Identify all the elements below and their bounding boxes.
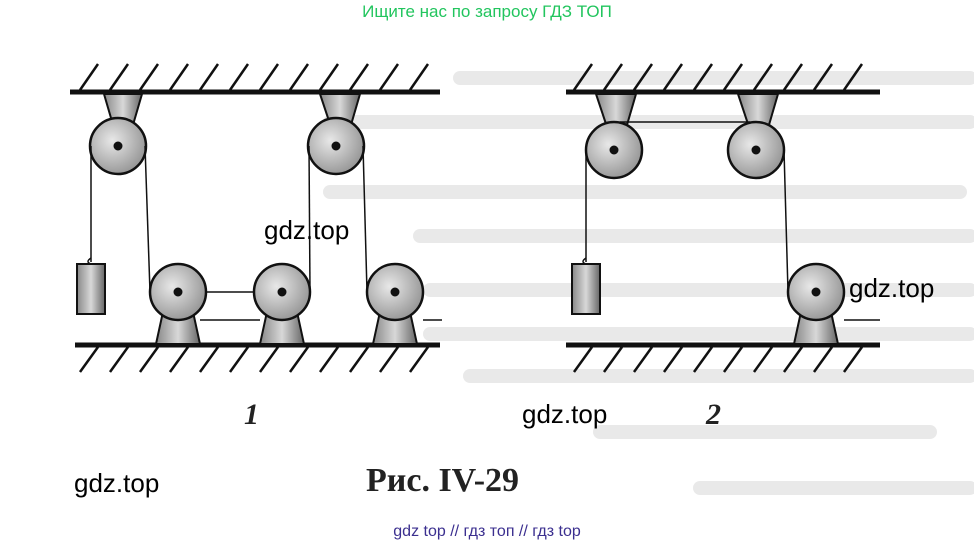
- watermark: gdz.top: [522, 399, 608, 429]
- floor-hatch-2: [572, 346, 864, 373]
- weight-1: [76, 263, 106, 315]
- ceiling-hatch-2: [572, 63, 864, 91]
- rope-2: [585, 121, 880, 321]
- figure-2: [566, 63, 880, 373]
- figure-sublabel-2: 2: [706, 398, 721, 431]
- figure-caption: Рис. IV-29: [366, 462, 520, 499]
- ceiling-hatch-1: [78, 63, 430, 91]
- figure-sublabel-1: 1: [244, 398, 259, 431]
- top-banner: Ищите нас по запросу ГДЗ ТОП: [362, 2, 612, 21]
- watermark: gdz.top: [264, 215, 350, 245]
- figure-1: [70, 63, 442, 373]
- footer-links[interactable]: gdz top // гдз топ // гдз top: [393, 523, 581, 540]
- weight-2: [571, 263, 601, 315]
- rope-1: [90, 145, 442, 321]
- watermark: gdz.top: [849, 273, 935, 303]
- watermark: gdz.top: [74, 468, 160, 498]
- floor-hatch-1: [78, 346, 430, 373]
